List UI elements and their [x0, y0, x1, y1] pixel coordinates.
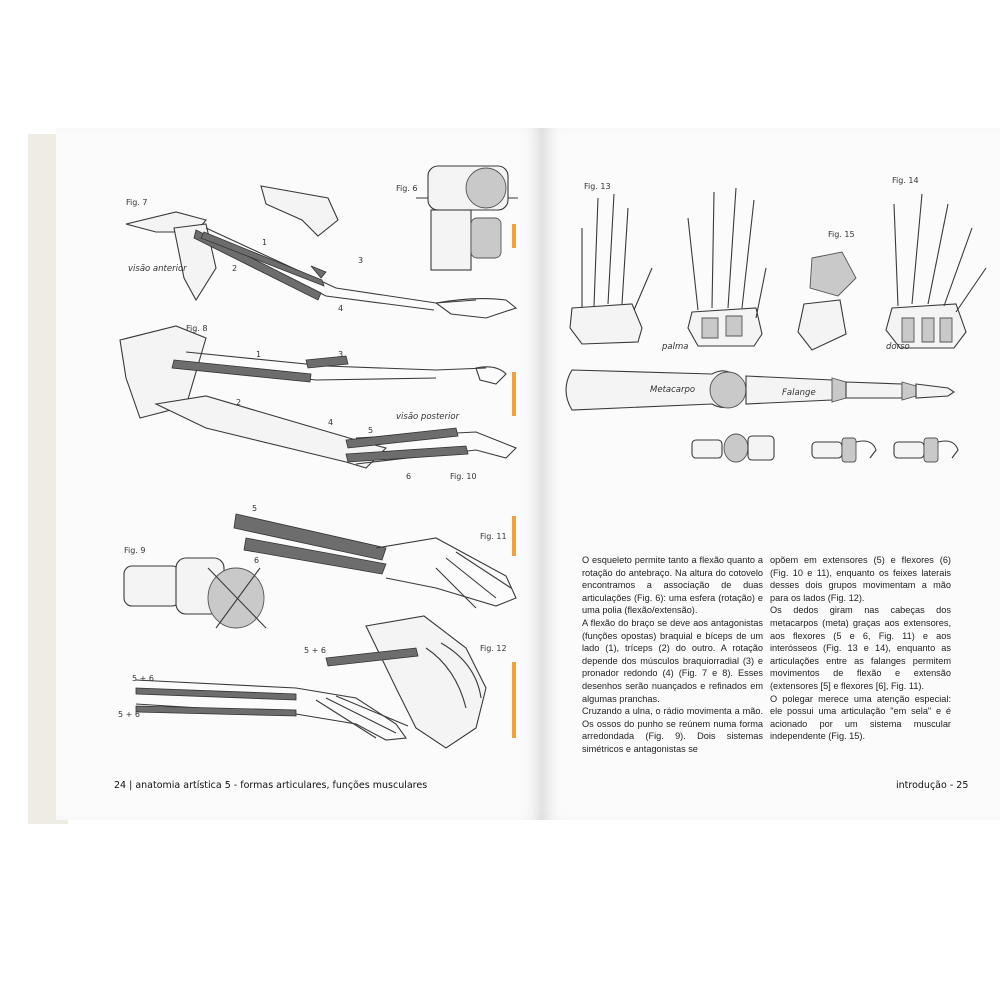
paragraph: A flexão do braço se deve aos antagonist… [582, 617, 763, 704]
number-6-fig10: 6 [406, 472, 412, 481]
fig7-label: Fig. 7 [126, 198, 148, 207]
left-page-footer: 24 | anatomia artística 5 - formas artic… [114, 780, 428, 791]
right-page: Fig. 13 Fig. 14 Fig. 15 palma dorso Meta… [542, 128, 1000, 820]
number-4-fig7: 4 [338, 304, 344, 313]
right-page-illustrations [565, 187, 987, 463]
palma-label: palma [662, 342, 689, 352]
number-3-fig7: 3 [358, 256, 364, 265]
fig11-hand-drawing [233, 513, 517, 609]
five-plus-six-bottom: 5 + 6 [118, 710, 140, 719]
number-1-fig7: 1 [262, 238, 268, 247]
tab-marker-4 [512, 662, 516, 738]
bottom-arm-drawing [135, 679, 409, 741]
number-4-fig8: 4 [328, 418, 334, 427]
five-plus-six-top: 5 + 6 [132, 674, 154, 683]
paragraph: Os dedos giram nas cabeças dos metacarpo… [770, 605, 951, 691]
five-plus-six-fig12: 5 + 6 [304, 646, 326, 655]
number-3-fig8: 3 [338, 350, 344, 359]
fig6-joint-drawing [416, 165, 518, 271]
tab-marker-3 [512, 516, 516, 556]
dorso-label: dorso [886, 342, 910, 352]
left-page: Fig. 7 Fig. 6 visão anterior 1 2 3 4 Fig… [56, 128, 542, 820]
fig6-label: Fig. 6 [396, 184, 418, 193]
text-column-2: opõem em extensores (5) e flexores (6) (… [770, 554, 951, 743]
text-column-1: O esqueleto permite tanto a flexão quant… [582, 554, 763, 756]
left-page-illustrations [119, 165, 518, 749]
fig12-hand-drawing [325, 615, 487, 749]
paragraph: O polegar merece uma atenção especial: e… [770, 693, 951, 742]
fig15-label: Fig. 15 [828, 230, 855, 239]
finger-bone-diagram [565, 369, 955, 411]
fig14-label: Fig. 14 [892, 176, 919, 185]
fig8-label: Fig. 8 [186, 324, 208, 333]
humerus-drawing [260, 185, 339, 237]
fig10-label: Fig. 10 [450, 472, 477, 481]
fig10-arm-drawing [154, 395, 517, 469]
tab-marker-2 [512, 372, 516, 416]
number-5-fig10: 5 [368, 426, 374, 435]
fig15-thumb-drawing [797, 251, 857, 351]
fig13-palm-hands-drawing [569, 187, 767, 347]
metacarpo-label: Metacarpo [650, 385, 696, 395]
falange-label: Falange [782, 388, 816, 398]
fig11-label: Fig. 11 [480, 532, 507, 541]
fig9-wrist-drawing [123, 557, 267, 629]
visao-anterior-label: visão anterior [128, 264, 187, 274]
number-2-fig8: 2 [236, 398, 242, 407]
tab-marker-1 [512, 224, 516, 248]
paragraph: O esqueleto permite tanto a flexão quant… [582, 555, 763, 616]
fig7-arm-drawing [125, 211, 518, 319]
fig13-label: Fig. 13 [584, 182, 611, 191]
visao-posterior-label: visão posterior [396, 412, 460, 422]
fig9-label: Fig. 9 [124, 546, 146, 555]
joint-models-row [691, 433, 959, 463]
number-5-fig11: 5 [252, 504, 258, 513]
number-2-fig7: 2 [232, 264, 238, 273]
paragraph: Cruzando a ulna, o rádio movimenta a mão… [582, 706, 763, 754]
paragraph: opõem em extensores (5) e flexores (6) (… [770, 555, 951, 603]
number-1-fig8: 1 [256, 350, 262, 359]
number-6-fig11: 6 [254, 556, 260, 565]
right-page-footer: introdução - 25 [896, 780, 969, 791]
fig12-label: Fig. 12 [480, 644, 507, 653]
open-book: Fig. 7 Fig. 6 visão anterior 1 2 3 4 Fig… [28, 128, 1000, 828]
fig14-dorso-hand-drawing [885, 193, 987, 349]
